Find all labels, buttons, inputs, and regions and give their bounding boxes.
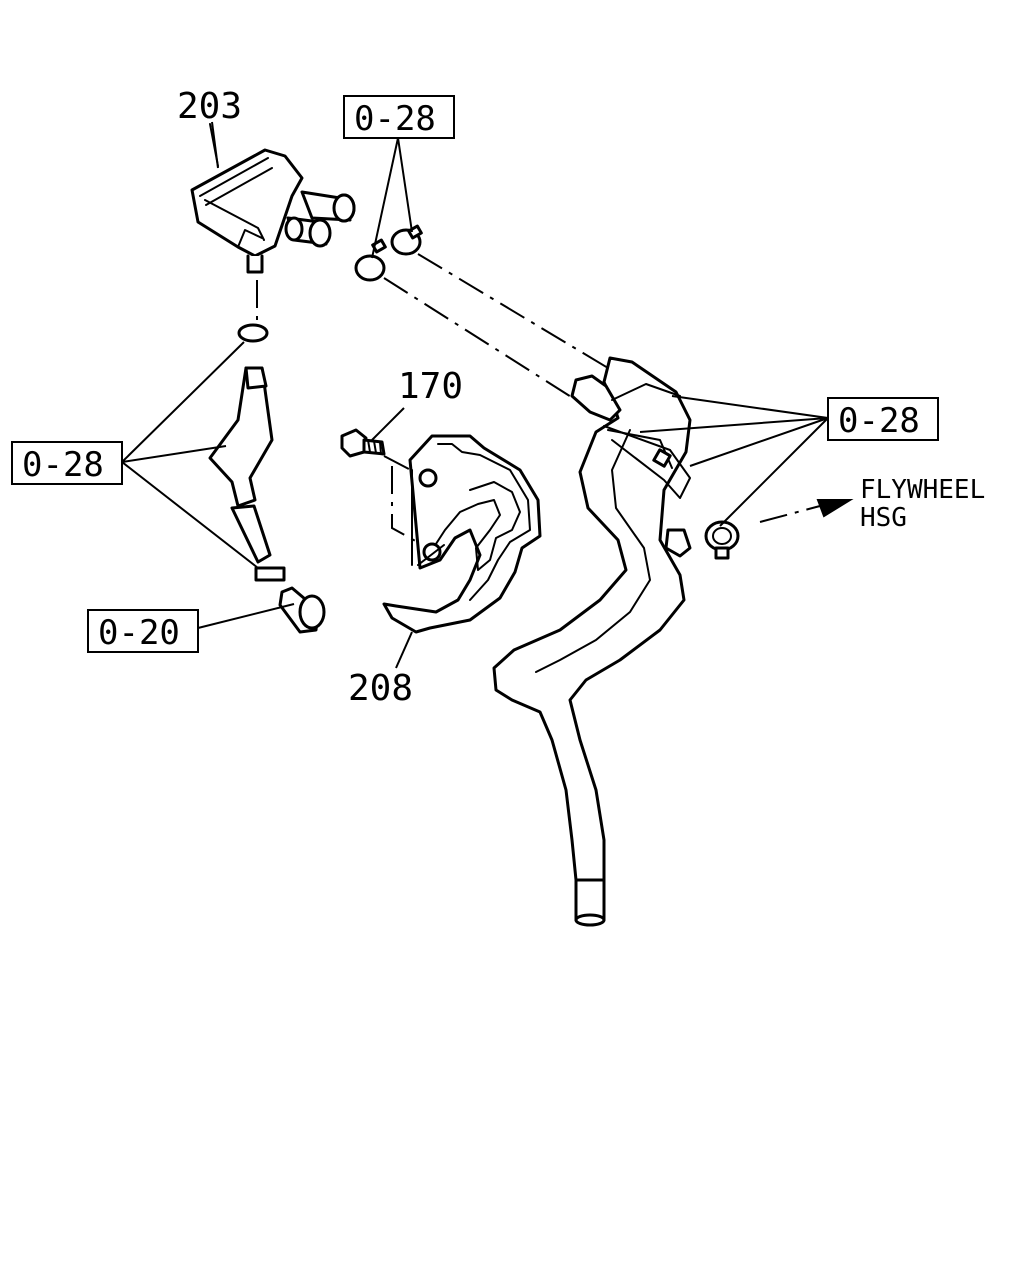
ref-box-028-left [11, 441, 123, 485]
flywheel-arrow [759, 499, 854, 523]
leader-203 [211, 121, 219, 169]
leader-208 [395, 631, 413, 669]
bracket-208 [382, 434, 542, 634]
top-clips [354, 224, 423, 282]
label-208: 208 [348, 668, 413, 709]
main-hose [492, 356, 692, 927]
ref-box-028-right [827, 397, 939, 441]
ref-leaders-028-left [121, 341, 259, 569]
ref-leader-020 [197, 603, 295, 629]
ref-label-028-left: 0-28 [22, 445, 104, 485]
ref-label-028-top: 0-28 [354, 99, 436, 139]
flywheel-label-line2: HSG [860, 503, 907, 533]
ref-leaders-028-top [371, 137, 413, 259]
label-203: 203 [177, 86, 242, 127]
sensor-203 [190, 123, 356, 274]
ref-label-028-right: 0-28 [838, 401, 920, 441]
bolt-170 [340, 428, 386, 458]
connect-line-clips [383, 253, 609, 401]
ref-label-020: 0-20 [98, 613, 180, 653]
leader-170 [371, 407, 405, 441]
bolt-guide-lines [383, 455, 431, 549]
label-170: 170 [398, 366, 463, 407]
ref-box-020 [87, 609, 199, 653]
right-clip [704, 520, 740, 560]
flywheel-label-line1: FLYWHEEL [860, 475, 985, 505]
ref-leaders-028-right [639, 395, 829, 527]
left-hose [208, 323, 326, 634]
